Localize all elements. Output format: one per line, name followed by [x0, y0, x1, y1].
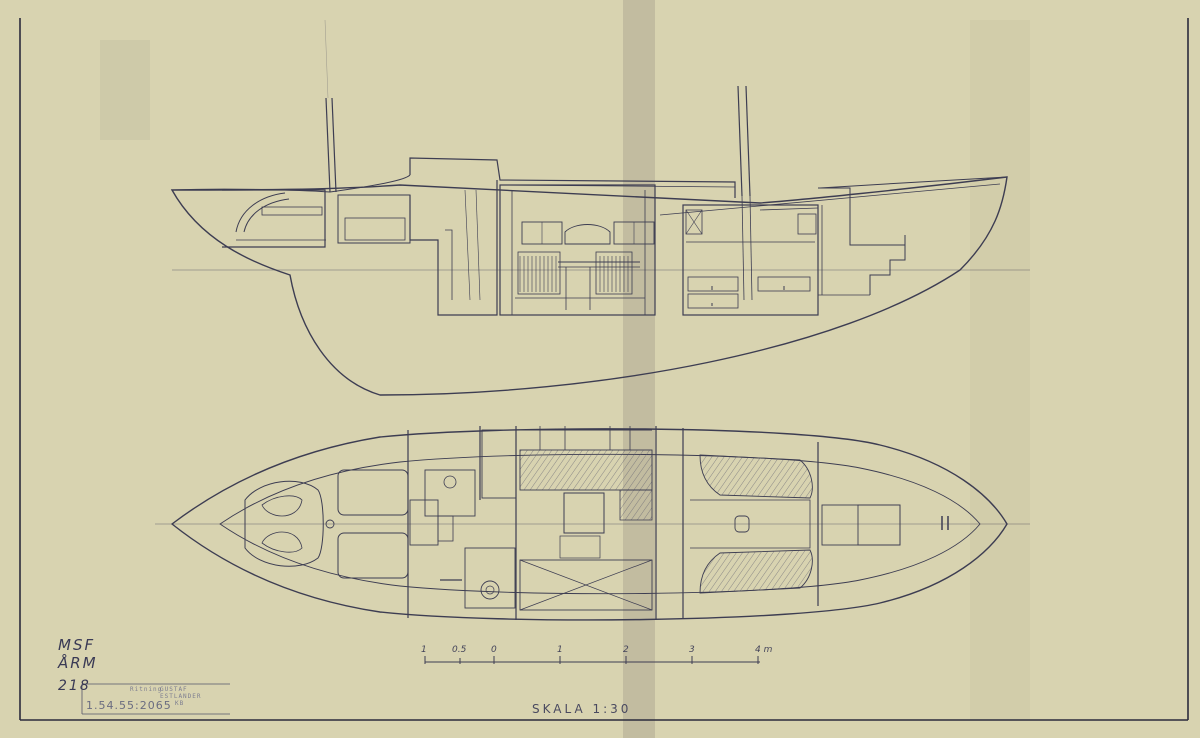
scale-bar	[424, 656, 760, 664]
faint-stain	[970, 20, 1030, 720]
drawing-location: ÅRM	[58, 654, 98, 672]
drawing-initials: MSF	[58, 636, 96, 654]
profile-view	[170, 19, 1030, 396]
hull-profile	[170, 176, 1008, 396]
corner-stain	[100, 40, 150, 140]
stamp-line-2: GUSTAF	[160, 686, 188, 693]
scale-tick-label: 1	[421, 645, 427, 655]
scale-tick-label: 4 m	[755, 645, 773, 655]
scale-tick-label: 0	[491, 645, 497, 655]
scale-tick-label: 2	[623, 645, 629, 655]
starboard-berth	[699, 549, 813, 594]
drawing-number: 218	[58, 678, 91, 694]
cockpit	[222, 189, 326, 248]
aft-seat	[244, 480, 324, 567]
scale-tick-label: 3	[689, 645, 695, 655]
port-berth	[699, 454, 813, 499]
stamp-line-4: KB	[175, 700, 185, 707]
title-block	[81, 683, 230, 715]
archive-number: 1.54.55:2065	[86, 699, 172, 712]
plan-view	[155, 426, 1030, 621]
stamp-line-1: Ritning	[130, 686, 163, 693]
hull-outline	[170, 428, 1008, 621]
scale-label: SKALA 1:30	[532, 702, 632, 716]
saloon	[499, 184, 656, 316]
stamp-line-3: ESTLANDER	[160, 693, 202, 700]
main-mast	[325, 97, 331, 193]
drawing-border	[19, 18, 1189, 721]
mizzen-mast	[737, 85, 743, 197]
scale-tick-label: 1	[557, 645, 563, 655]
scale-tick-label: 0.5	[452, 645, 467, 655]
forward-cabin	[682, 204, 819, 316]
tape-stripe	[623, 0, 655, 738]
doghouse	[409, 157, 736, 198]
